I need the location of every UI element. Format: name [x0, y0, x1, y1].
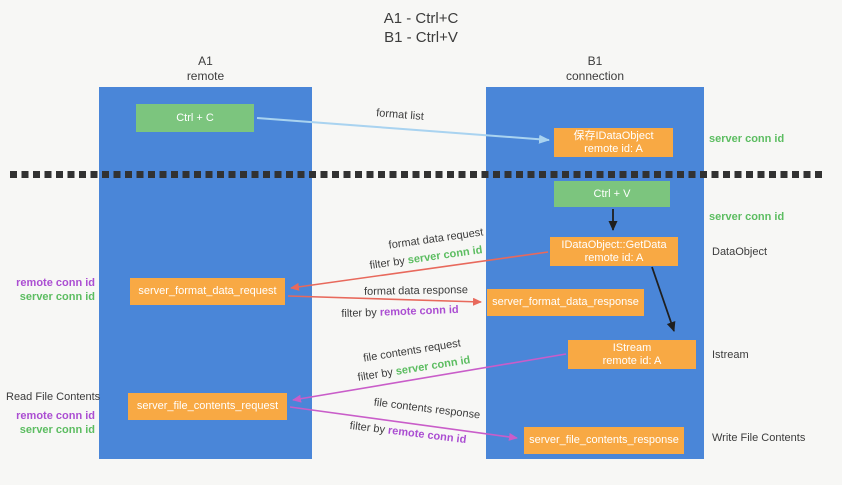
server-format-data-request-box: server_format_data_request	[130, 278, 285, 305]
format-data-request-filter-label: filter by server conn id	[368, 244, 484, 272]
dataobject-label: DataObject	[712, 246, 768, 258]
left-file-conn-ids: remote conn id server conn id	[16, 410, 95, 437]
save-idataobject-box: 保存IDataObject remote id: A	[554, 128, 673, 157]
istream-line2: remote id: A	[602, 354, 662, 367]
diagram-title: A1 - Ctrl+C B1 - Ctrl+V	[0, 9, 842, 47]
left-format-conn-ids: remote conn id server conn id	[16, 277, 95, 304]
format-data-response-label: format data response	[363, 284, 469, 298]
write-file-contents-label: Write File Contents	[712, 432, 806, 444]
column-a-header: A1 remote	[99, 54, 312, 84]
server-format-data-request-label: server_format_data_request	[138, 285, 277, 297]
ctrl-c-label: Ctrl + C	[176, 111, 214, 124]
format-data-response-filter-label: filter by remote conn id	[341, 303, 459, 321]
istream-line1: IStream	[612, 341, 652, 354]
format-list-label: format list	[375, 107, 425, 123]
column-b-name: connection	[565, 69, 625, 83]
right-server-conn-id-top: server conn id	[709, 133, 785, 145]
istream-box: IStream remote id: A	[568, 340, 696, 369]
remote-conn-id-label: remote conn id	[16, 277, 95, 289]
server-file-contents-response-label: server_file_contents_response	[529, 434, 679, 446]
right-server-conn-id-mid: server conn id	[709, 211, 785, 223]
getdata-line2: remote id: A	[584, 251, 644, 264]
remote-conn-id-token: remote conn id	[379, 303, 459, 319]
server-format-data-response-label: server_format_data_response	[492, 296, 639, 308]
istream-label: Istream	[712, 349, 749, 361]
column-a-name: remote	[186, 69, 225, 83]
remote-conn-id-token: remote conn id	[387, 424, 467, 447]
remote-conn-id-label: remote conn id	[16, 410, 95, 422]
server-format-data-response-box: server_format_data_response	[487, 289, 644, 316]
ctrl-v-box: Ctrl + V	[554, 181, 670, 207]
dashed-divider	[10, 171, 824, 178]
server-file-contents-response-box: server_file_contents_response	[524, 427, 684, 454]
ctrl-c-box: Ctrl + C	[136, 104, 254, 132]
idataobject-getdata-box: IDataObject::GetData remote id: A	[550, 237, 678, 266]
title-line-2: B1 - Ctrl+V	[384, 29, 458, 46]
server-conn-id-label: server conn id	[19, 290, 95, 303]
server-file-contents-request-label: server_file_contents_request	[136, 400, 279, 412]
file-contents-response-filter-label: filter by remote conn id	[349, 419, 467, 447]
save-idataobject-line1: 保存IDataObject	[573, 129, 654, 142]
read-file-contents-label: Read File Contents	[6, 391, 101, 403]
column-b-id: B1	[587, 54, 603, 68]
server-conn-id-label: server conn id	[19, 423, 95, 436]
server-file-contents-request-box: server_file_contents_request	[128, 393, 287, 420]
column-a-id: A1	[198, 54, 213, 68]
column-b-header: B1 connection	[486, 54, 704, 84]
getdata-line1: IDataObject::GetData	[561, 238, 667, 251]
file-contents-response-label: file contents response	[373, 396, 481, 422]
ctrl-v-label: Ctrl + V	[593, 187, 631, 200]
save-idataobject-line2: remote id: A	[584, 142, 643, 155]
title-line-1: A1 - Ctrl+C	[383, 10, 459, 27]
